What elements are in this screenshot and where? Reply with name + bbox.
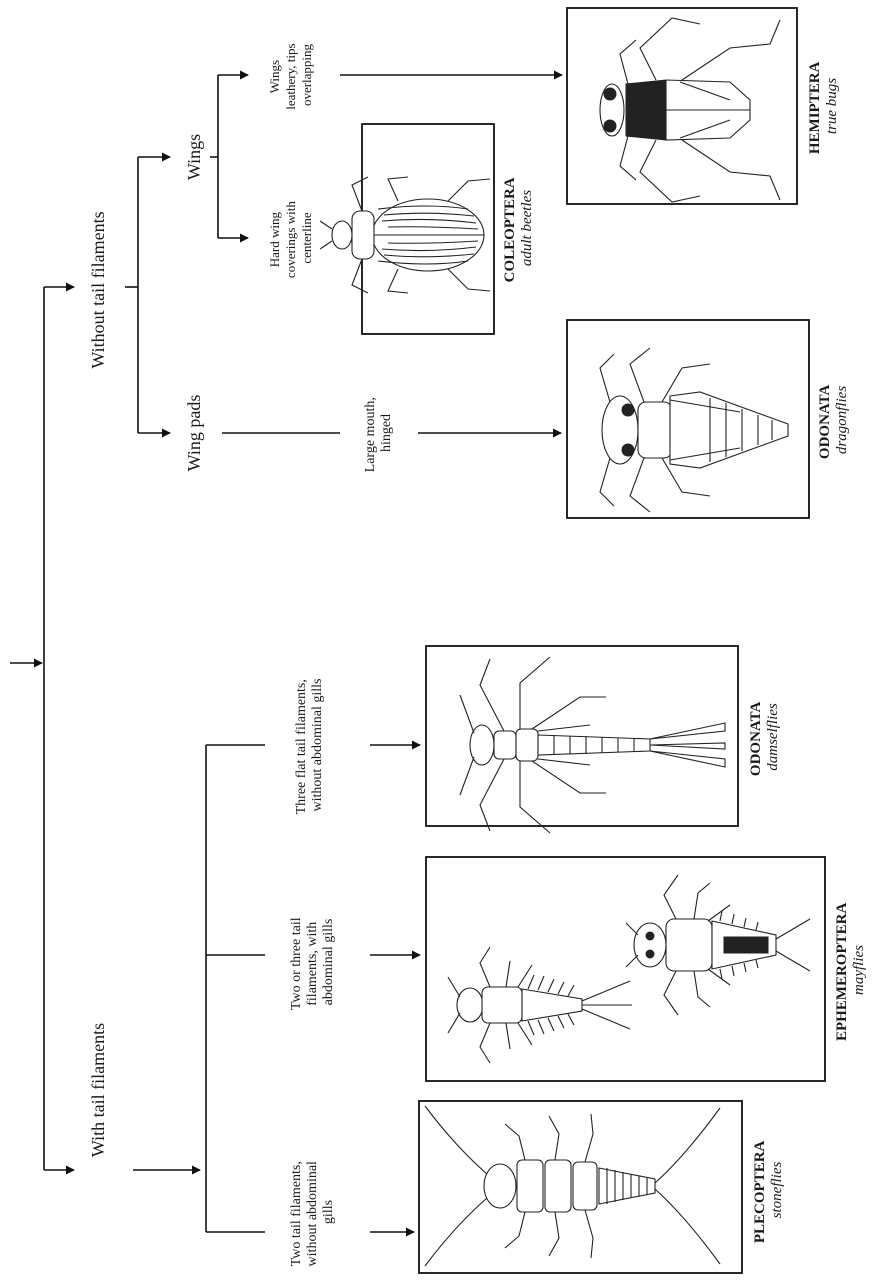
two-tail-criterion: Two tail filaments, without abdominal gi… <box>289 1158 336 1267</box>
large-mouth-criterion: Large mouth, hinged <box>363 394 394 473</box>
mayfly-drawing-1 <box>447 946 632 1064</box>
dragonfly-drawing <box>599 347 789 513</box>
wings-label: Wings <box>184 134 204 180</box>
mayfly-drawing-2 <box>625 874 811 1016</box>
ephemeroptera-label: EPHEMEROPTERA mayflies <box>834 899 867 1041</box>
hard-wing-criterion: Hard wing coverings with centerline <box>267 198 314 278</box>
beetle-drawing <box>319 176 491 294</box>
two-or-three-criterion: Two or three tail filaments, with abdomi… <box>289 914 336 1010</box>
three-flat-criterion: Three flat tail filaments, without abdom… <box>294 676 325 815</box>
without-tail-label: Without tail filaments <box>88 211 108 368</box>
ephemeroptera-image-box <box>425 856 826 1082</box>
with-tail-label: With tail filaments <box>88 1023 108 1157</box>
illustration-boxes <box>361 7 826 1274</box>
hemiptera-label: HEMIPTERA true bugs <box>807 58 840 154</box>
plecoptera-label: PLECOPTERA stoneflies <box>752 1137 785 1243</box>
coleoptera-label: COLEOPTERA adult beetles <box>502 174 535 283</box>
odonata-dragon-label: ODONATA dragonflies <box>817 381 850 459</box>
odonata-damsel-label: ODONATA damselflies <box>748 698 781 776</box>
wing-pads-label: Wing pads <box>184 395 204 472</box>
branch-labels: With tail filaments Without tail filamen… <box>88 40 394 1267</box>
true-bug-drawing <box>599 17 781 203</box>
leathery-criterion: Wings leathery, tips overlapping <box>267 40 314 110</box>
taxa-labels: PLECOPTERA stoneflies EPHEMEROPTERA mayf… <box>502 58 867 1243</box>
stonefly-drawing <box>424 1105 721 1267</box>
damselfly-drawing <box>459 656 726 834</box>
